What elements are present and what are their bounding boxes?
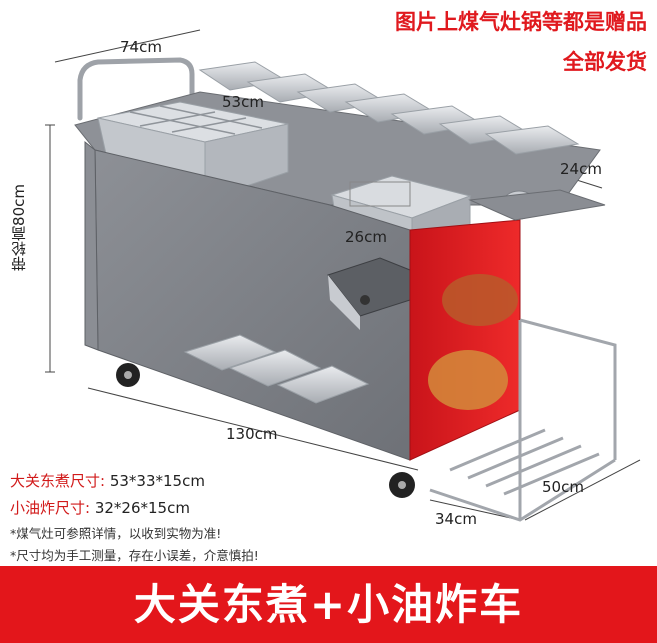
wheels — [116, 363, 415, 498]
spec-oden-value: 53*33*15cm — [109, 472, 205, 490]
dim-height-label: 带轮高80cm — [10, 184, 28, 271]
spec-fryer-value: 32*26*15cm — [94, 499, 190, 517]
dim-length-label: 130cm — [226, 425, 278, 443]
spec-oden-label: 大关东煮尺寸: — [10, 472, 106, 490]
dim-fryer-depth-label: 26cm — [345, 228, 387, 246]
dim-rack-depth-label: 50cm — [542, 478, 584, 496]
product-title-banner: 大关东煮+小油炸车 — [0, 566, 657, 643]
serving-trays-bottom — [183, 334, 370, 404]
dim-pot-width-label: 53cm — [222, 93, 264, 111]
dim-depth-label: 74cm — [120, 38, 162, 56]
dim-rack-width-label: 34cm — [435, 510, 477, 528]
note-measure: *尺寸均为手工测量，存在小误差，介意慎拍! — [10, 548, 259, 563]
cart-illustration — [45, 29, 641, 522]
dim-side-shelf-label: 24cm — [560, 160, 602, 178]
headline-line-2: 全部发货 — [563, 50, 647, 74]
red-display-panel — [409, 219, 521, 461]
side-rack — [429, 318, 617, 522]
note-stove: *煤气灶可参照详情，以收到实物为准! — [10, 526, 222, 541]
dimension-lines — [45, 29, 641, 521]
spec-fryer-label: 小油炸尺寸: — [10, 499, 91, 517]
spec-fryer-size: 小油炸尺寸: 32*26*15cm — [10, 497, 190, 518]
push-handle — [77, 57, 195, 121]
product-title: 大关东煮+小油炸车 — [133, 580, 524, 629]
serving-trays-top — [198, 61, 580, 155]
side-shelf — [468, 189, 606, 221]
headline-line-1: 图片上煤气灶锅等都是赠品 — [395, 10, 647, 34]
spec-oden-size: 大关东煮尺寸: 53*33*15cm — [10, 470, 205, 491]
